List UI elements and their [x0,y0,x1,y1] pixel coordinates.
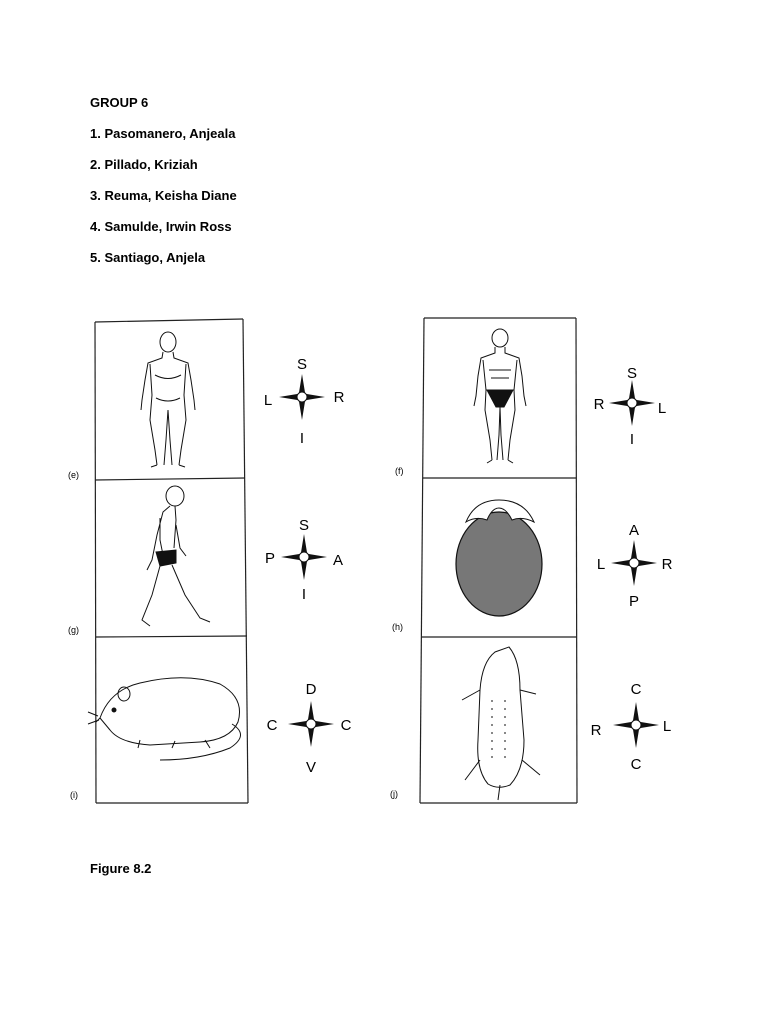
compass-j: C R L C [591,681,672,773]
member-3: 3. Reuma, Keisha Diane [90,188,237,203]
compass-f-top: S [627,365,637,382]
compass-e-right: R [334,389,345,406]
compass-h-left: L [597,556,605,573]
compass-rose-icon [281,534,327,580]
compass-rose-icon [288,701,334,747]
compass-g: S P A I [265,517,343,603]
compass-e: S L R I [264,356,345,447]
compass-center-circle [630,719,642,731]
member-1: 1. Pasomanero, Anjeala [90,126,236,141]
compass-i-right: C [341,717,352,734]
panel-label-i: (i) [70,790,78,800]
panel-label-j: (j) [390,789,398,799]
compass-i-bottom: V [306,759,316,776]
compass-j-bottom: C [631,756,642,773]
compass-center-circle [628,557,640,569]
member-5: 5. Santiago, Anjela [90,250,206,265]
compass-h-bottom: P [629,593,639,610]
compass-i: D C C V [267,681,352,776]
compass-g-right: A [333,552,343,569]
compass-h: A L R P [597,522,673,610]
member-2: 2. Pillado, Kriziah [90,157,198,172]
human-lateral-walking-icon [141,485,211,627]
compass-rose-icon [609,380,655,426]
compass-rose-icon [613,702,659,748]
compass-f-right: L [658,400,666,417]
group-title: GROUP 6 [90,95,149,110]
compass-rose-icon [279,374,325,420]
compass-center-circle [626,397,638,409]
rat-lateral-icon [87,677,241,761]
compass-center-circle [298,551,310,563]
compass-g-bottom: I [302,586,306,603]
compass-j-right: L [663,718,671,735]
compass-f: S R L I [594,365,667,448]
compass-j-top: C [631,681,642,698]
right-column-frame [419,317,578,804]
panel-label-f: (f) [395,466,404,476]
rat-ventral-icon [461,646,541,801]
compass-h-right: R [662,556,673,573]
compass-e-top: S [297,356,307,373]
compass-f-left: R [594,396,605,413]
left-column-frame [94,318,249,804]
compass-e-bottom: I [300,430,304,447]
compass-j-left: R [591,722,602,739]
member-4: 4. Samulde, Irwin Ross [90,219,232,234]
compass-i-top: D [306,681,317,698]
compass-g-left: P [265,550,275,567]
compass-center-circle [305,718,317,730]
compass-g-top: S [299,517,309,534]
human-anterior-icon [473,328,527,464]
figure-caption: Figure 8.2 [90,861,152,876]
compass-i-left: C [267,717,278,734]
compass-h-top: A [629,522,639,539]
compass-e-left: L [264,392,272,409]
compass-center-circle [296,391,308,403]
human-posterior-icon [140,331,196,468]
compass-f-bottom: I [630,431,634,448]
head-superior-icon [455,499,543,617]
panel-label-g: (g) [68,625,79,635]
compass-rose-icon [611,540,657,586]
panel-label-h: (h) [392,622,403,632]
panel-label-e: (e) [68,470,79,480]
